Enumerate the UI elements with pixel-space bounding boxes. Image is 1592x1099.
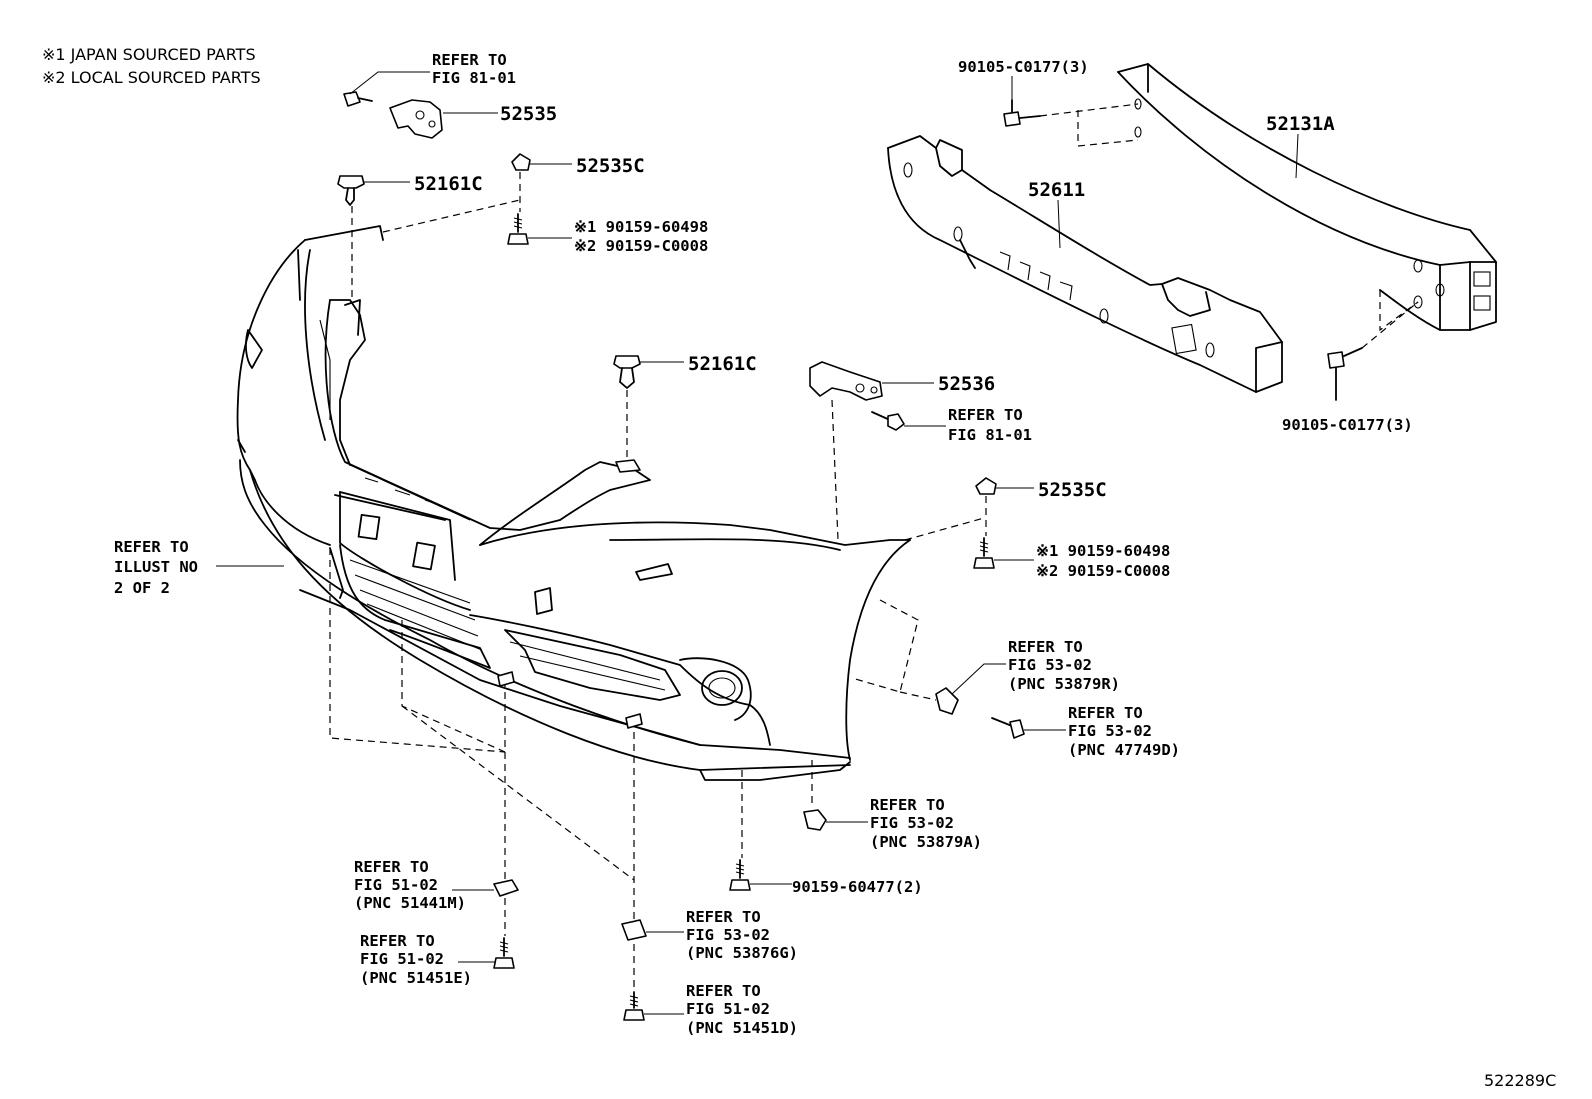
label-refer-to-81-mid: REFER TO <box>948 406 1023 424</box>
label-53879a-3: (PNC 53879A) <box>870 833 982 851</box>
label-screw-right-2: ※2 90159-C0008 <box>1036 562 1170 580</box>
label-53879r-3: (PNC 53879R) <box>1008 675 1120 693</box>
retainer-53879a <box>803 809 827 831</box>
label-screw-60477: 90159-60477(2) <box>792 878 923 896</box>
leader-52611 <box>1057 199 1061 249</box>
dash-51441m-left <box>329 548 506 753</box>
dash-52535c-to-bumper <box>382 199 521 233</box>
dash-bolt-upper-2 <box>1077 110 1139 147</box>
label-51441m-2: FIG 51-02 <box>354 876 438 894</box>
label-47749d-3: (PNC 47749D) <box>1068 741 1180 759</box>
clip-52161c-center <box>613 355 641 389</box>
label-51451e-3: (PNC 51451E) <box>360 969 472 987</box>
screw-60477 <box>729 859 751 891</box>
dash-52535c-to-bumper <box>904 517 985 541</box>
label-53876g-1: REFER TO <box>686 908 761 926</box>
label-53879a-2: FIG 53-02 <box>870 814 954 832</box>
note-japan-sourced: ※1 JAPAN SOURCED PARTS <box>42 45 256 64</box>
absorber-52611 <box>887 135 1283 393</box>
label-47749d-2: FIG 53-02 <box>1068 722 1152 740</box>
label-51441m-1: REFER TO <box>354 858 429 876</box>
label-52131a: 52131A <box>1266 113 1335 135</box>
label-53879r-2: FIG 53-02 <box>1008 656 1092 674</box>
dash-53876g-diag <box>401 705 635 881</box>
label-53879r-1: REFER TO <box>1008 638 1083 656</box>
label-52161c-center: 52161C <box>688 353 757 375</box>
leader-53879r <box>951 663 1006 695</box>
label-illust-2: ILLUST NO <box>114 558 198 576</box>
nut-53876g <box>621 919 647 941</box>
clip-52535 <box>343 91 373 107</box>
label-53879a-1: REFER TO <box>870 796 945 814</box>
leader-refer-81-top <box>349 71 430 95</box>
label-52535: 52535 <box>500 103 557 125</box>
label-47749d-1: REFER TO <box>1068 704 1143 722</box>
figure-code: 522289C <box>1484 1071 1556 1090</box>
dash-bolt-lower-2 <box>1379 290 1419 332</box>
label-illust-1: REFER TO <box>114 538 189 556</box>
clip-52161c-upper <box>337 175 365 206</box>
bumper-clip-hole-left <box>497 671 515 687</box>
label-53876g-3: (PNC 53876G) <box>686 944 798 962</box>
leader-52131a <box>1295 133 1299 179</box>
nut-51441m <box>493 879 519 897</box>
retainer-53879r <box>935 687 959 715</box>
clip-52535c-lower <box>975 477 997 495</box>
dash-52536 <box>831 399 839 541</box>
bolt-lower <box>1327 347 1363 401</box>
screw-right <box>973 537 995 569</box>
bumper-clip-hole-top <box>615 459 641 473</box>
label-fig-81-01-mid: FIG 81-01 <box>948 426 1032 444</box>
label-refer-to-81-top: REFER TO <box>432 51 507 69</box>
screw-51451d <box>623 991 645 1021</box>
label-51451e-1: REFER TO <box>360 932 435 950</box>
label-53876g-2: FIG 53-02 <box>686 926 770 944</box>
label-52161c-upper: 52161C <box>414 173 483 195</box>
bolt-upper <box>1003 99 1041 127</box>
label-51451d-1: REFER TO <box>686 982 761 1000</box>
label-51441m-3: (PNC 51441M) <box>354 894 466 912</box>
label-illust-3: 2 OF 2 <box>114 579 170 597</box>
label-51451d-2: FIG 51-02 <box>686 1000 770 1018</box>
dash-53879r-area <box>851 599 919 693</box>
label-fig-81-01-top: FIG 81-01 <box>432 69 516 87</box>
fog-lamp-opening <box>701 670 743 706</box>
clip-52536 <box>871 411 905 431</box>
screw-51451e <box>493 937 515 969</box>
dash-53879r-to-clip <box>899 691 937 701</box>
label-52536: 52536 <box>938 373 995 395</box>
bracket-52535 <box>389 99 443 139</box>
note-local-sourced: ※2 LOCAL SOURCED PARTS <box>42 68 261 87</box>
dash-bolt-lower <box>1361 301 1419 349</box>
label-bolt-upper: 90105-C0177(3) <box>958 58 1089 76</box>
reinforcement-52131a <box>1117 63 1497 331</box>
dash-bolt-upper <box>1039 103 1139 117</box>
screw-upper-left <box>507 213 529 245</box>
label-52535c-upper: 52535C <box>576 155 645 177</box>
label-52535c-lower: 52535C <box>1038 479 1107 501</box>
bumper-clip-hole-center <box>625 713 643 729</box>
clip-47749d <box>991 717 1025 739</box>
label-screw-upper-left-1: ※1 90159-60498 <box>574 218 708 236</box>
label-51451e-2: FIG 51-02 <box>360 950 444 968</box>
label-bolt-lower: 90105-C0177(3) <box>1282 416 1413 434</box>
label-52611: 52611 <box>1028 179 1085 201</box>
label-screw-upper-left-2: ※2 90159-C0008 <box>574 237 708 255</box>
label-screw-right-1: ※1 90159-60498 <box>1036 542 1170 560</box>
clip-52535c-upper <box>511 153 531 171</box>
bracket-52536 <box>809 361 883 401</box>
label-51451d-3: (PNC 51451D) <box>686 1019 798 1037</box>
front-bumper-cover <box>236 225 911 781</box>
